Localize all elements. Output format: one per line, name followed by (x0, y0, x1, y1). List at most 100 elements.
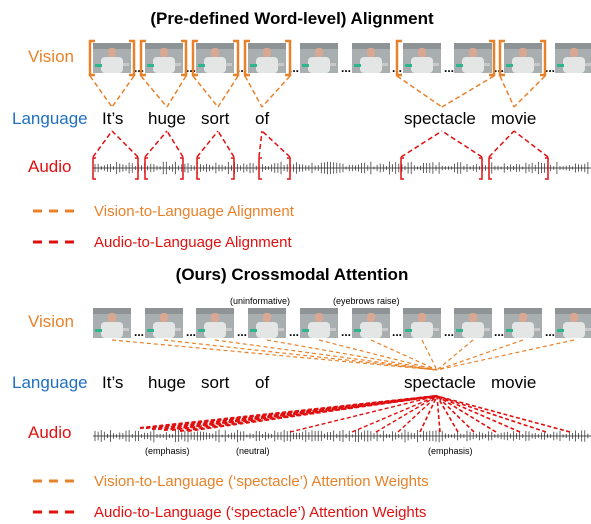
ellipsis: ... (237, 325, 247, 339)
ellipsis: ... (134, 325, 144, 339)
audio-alignment-line (92, 130, 113, 158)
vision-attention-line (370, 339, 438, 371)
ellipsis: ... (341, 61, 351, 75)
audio-attention-line (436, 395, 475, 433)
bottom-vision-attention-lines (111, 339, 575, 371)
bottom-word-sort: sort (201, 373, 230, 392)
legend-bottom-audio-text: Audio-to-Language (‘spectacle’) Attentio… (94, 504, 426, 521)
bottom-word-of: of (255, 373, 269, 392)
video-frame (555, 308, 591, 338)
bracket-left (258, 157, 262, 180)
bracket-left (498, 39, 505, 77)
ellipsis: ... (444, 61, 454, 75)
waveform-spikes (94, 429, 589, 443)
video-frame (196, 43, 234, 73)
top-word-its: It’s (102, 109, 123, 128)
video-frame (248, 308, 286, 338)
vision-alignment-line (217, 75, 239, 108)
ellipsis: ... (289, 61, 299, 75)
audio-attention-line (436, 395, 497, 433)
bottom-audio-attention-lines (139, 394, 571, 433)
bracket-left (144, 157, 148, 180)
bracket-left (243, 39, 250, 77)
audio-attention-line (397, 395, 438, 433)
bottom-word-its: It’s (102, 373, 123, 392)
video-frame (403, 308, 441, 338)
audio-attention-line (436, 395, 547, 433)
bracket-right (180, 157, 184, 180)
note-emphasis-2: (emphasis) (428, 446, 473, 456)
ellipsis: ... (494, 325, 504, 339)
note-emphasis-1: (emphasis) (145, 446, 190, 456)
audio-alignment-line (258, 130, 263, 158)
bottom-audio-label: Audio (28, 423, 71, 442)
bottom-word-spectacle: spectacle (404, 373, 476, 392)
vision-attention-line (436, 339, 575, 371)
video-frame (145, 43, 183, 73)
video-frame (196, 308, 234, 338)
vision-attention-line (111, 339, 438, 371)
audio-attention-line (289, 395, 438, 433)
bracket-left (139, 39, 146, 77)
bottom-title: (Ours) Crossmodal Attention (176, 265, 409, 284)
bracket-left (400, 157, 404, 180)
top-vision-brackets (88, 39, 547, 77)
vision-attention-line (436, 339, 474, 371)
audio-alignment-line (166, 130, 184, 158)
legend-bottom-vision-text: Vision-to-Language (‘spectacle’) Attenti… (94, 473, 429, 490)
bottom-word-huge: huge (148, 373, 186, 392)
vision-attention-line (266, 339, 438, 371)
audio-attention-line (436, 395, 521, 433)
bracket-left (395, 39, 402, 77)
bracket-right (287, 157, 291, 180)
note-eyebrows-raise: (eyebrows raise) (333, 296, 400, 306)
video-frame (352, 308, 390, 338)
bracket-right (231, 157, 235, 180)
video-frame (454, 308, 492, 338)
video-frame (504, 43, 542, 73)
top-audio-alignment-lines (92, 130, 549, 158)
audio-alignment-line (111, 130, 139, 158)
vision-alignment-line (166, 75, 187, 108)
bottom-vision-label: Vision (28, 312, 74, 331)
video-frame (403, 43, 441, 73)
bracket-left (191, 39, 198, 77)
vision-alignment-line (111, 75, 135, 108)
audio-alignment-line (261, 130, 291, 158)
ellipsis: ... (186, 325, 196, 339)
vision-alignment-line (244, 75, 263, 108)
audio-alignment-line (488, 130, 515, 158)
bracket-right (540, 39, 547, 77)
audio-alignment-line (217, 130, 235, 158)
ellipsis: ... (289, 325, 299, 339)
bottom-audio-waveform (93, 429, 591, 443)
bracket-left (92, 157, 96, 180)
bracket-right (545, 157, 549, 180)
bottom-word-movie: movie (491, 373, 536, 392)
top-vision-frames: ........................... (93, 43, 591, 75)
audio-alignment-line (513, 130, 549, 158)
vision-alignment-line (192, 75, 219, 108)
bracket-right (233, 39, 240, 77)
ellipsis: ... (341, 325, 351, 339)
ellipsis: ... (237, 61, 247, 75)
bracket-right (479, 157, 483, 180)
vision-alignment-line (499, 75, 515, 108)
vision-alignment-line (140, 75, 168, 108)
top-audio-brackets (92, 157, 549, 180)
ellipsis: ... (545, 61, 555, 75)
video-frame (555, 43, 591, 73)
video-frame (93, 308, 131, 338)
video-frame (93, 43, 131, 73)
vision-attention-line (421, 339, 438, 371)
audio-attention-line (436, 395, 571, 433)
ellipsis: ... (392, 325, 402, 339)
bracket-left (488, 157, 492, 180)
audio-attention-line (419, 395, 438, 433)
top-vision-label: Vision (28, 47, 74, 66)
top-word-of: of (255, 109, 269, 128)
video-frame (300, 308, 338, 338)
audio-alignment-line (400, 130, 443, 158)
bracket-right (489, 39, 496, 77)
